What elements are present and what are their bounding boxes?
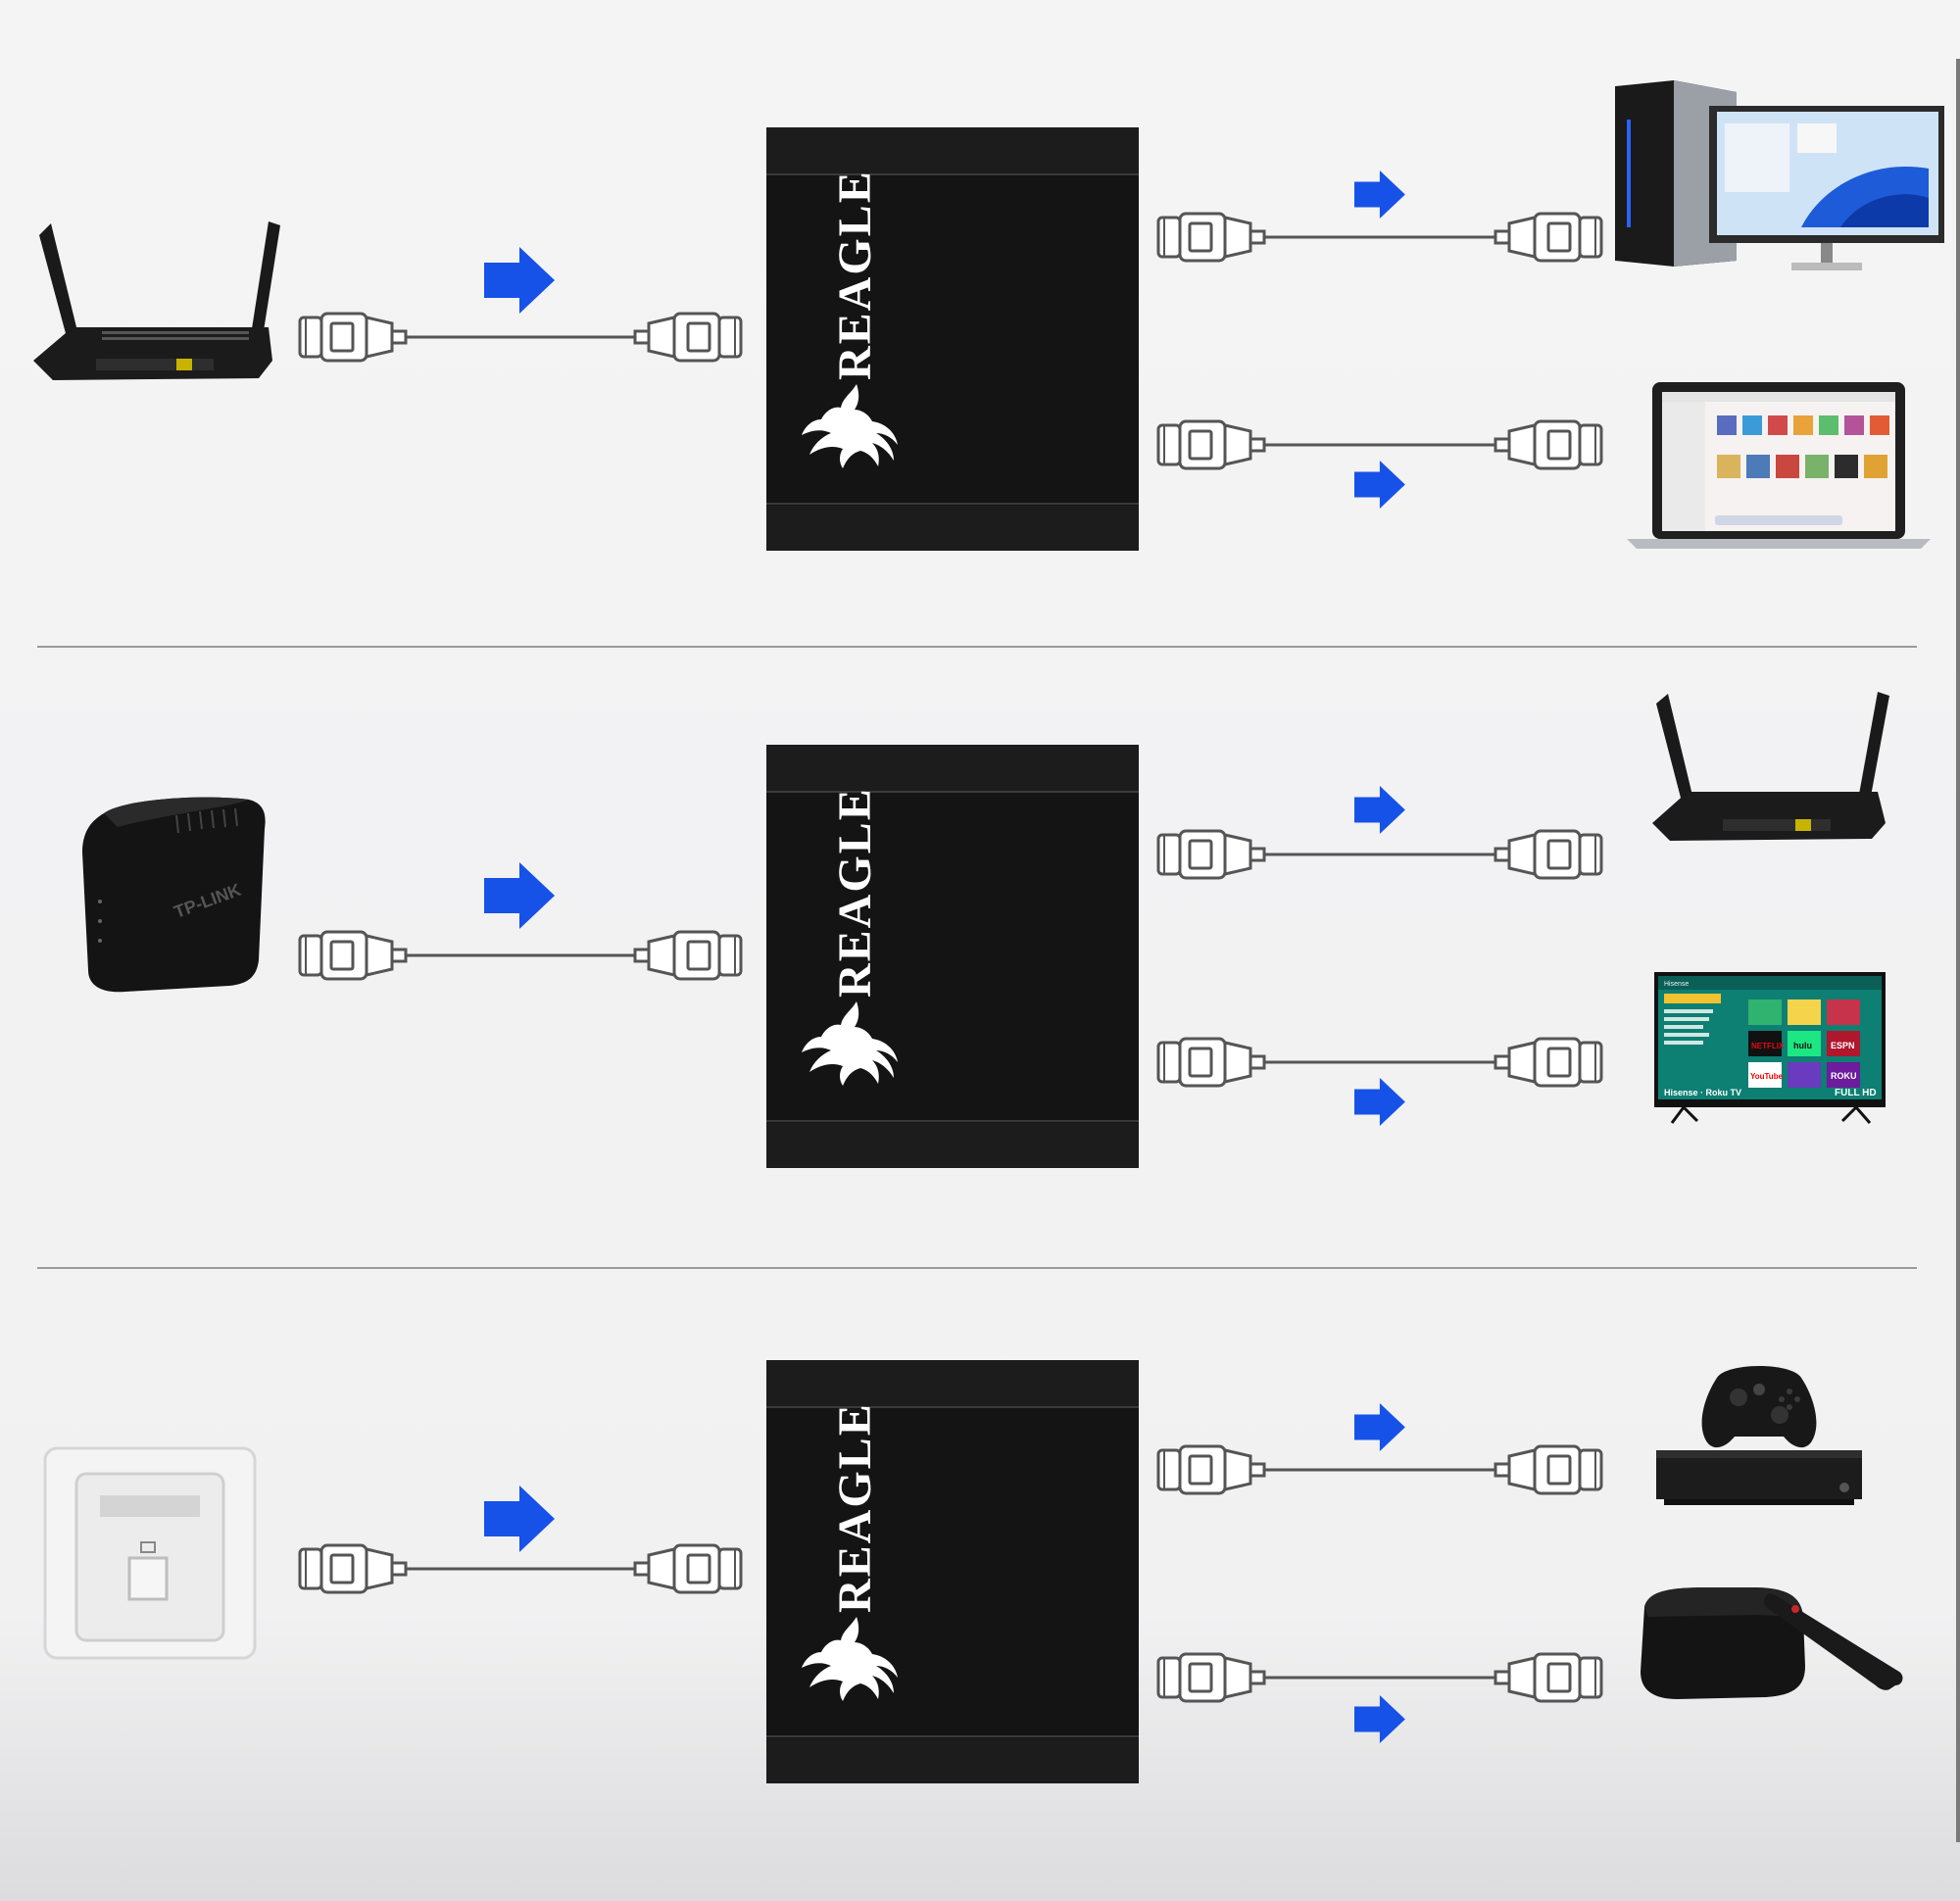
streaming-box-icon: [1641, 1587, 1903, 1699]
input-arrow-icon: [484, 862, 555, 929]
output-arrow-icon: [1354, 1403, 1405, 1451]
input-cable: [298, 1543, 741, 1594]
brand-logo-text: REAGLE: [829, 787, 881, 998]
splitter-device: REAGLE: [765, 126, 1140, 552]
router-icon: [1652, 692, 1889, 841]
section-divider: [37, 646, 1917, 648]
tv-badge-label: FULL HD: [1835, 1088, 1877, 1098]
tv-app-youtube: YouTube: [1750, 1072, 1784, 1081]
output-cable-2: [1156, 1037, 1601, 1088]
splitter-device: REAGLE: [765, 1359, 1140, 1784]
output-cable-2: [1156, 419, 1601, 470]
right-edge-line: [1956, 59, 1960, 1842]
row-modem-to-router-tv: TP-LINK REAGLE: [0, 617, 1960, 1235]
desktop-computer-icon: [1615, 80, 1944, 270]
brand-logo-text: REAGLE: [829, 170, 881, 380]
row-2-diagram: TP-LINK REAGLE: [82, 692, 1889, 1169]
remote-control-icon: [1763, 1593, 1903, 1690]
output-cable-2: [1156, 1652, 1601, 1703]
input-arrow-icon: [484, 247, 555, 314]
output-arrow-icon: [1354, 786, 1405, 834]
modem-icon: TP-LINK: [82, 797, 266, 993]
laptop-icon: [1627, 382, 1931, 549]
wall-jack-icon: [43, 1446, 257, 1660]
tv-brand-label: Hisense: [1664, 981, 1689, 988]
tv-app-hulu: hulu: [1793, 1041, 1812, 1050]
output-arrow-icon: [1354, 1695, 1405, 1743]
output-arrow-icon: [1354, 1078, 1405, 1126]
row-wall-jack-to-console-streamer: REAGLE: [0, 1235, 1960, 1852]
output-arrow-icon: [1354, 461, 1405, 509]
row-1-diagram: REAGLE: [33, 80, 1944, 552]
tv-footer-label: Hisense · Roku TV: [1664, 1088, 1741, 1097]
input-arrow-icon: [484, 1486, 555, 1552]
input-cable: [298, 930, 741, 981]
row-3-diagram: REAGLE: [43, 1359, 1903, 1784]
section-divider: [37, 1267, 1917, 1269]
tv-app-netflix: NETFLIX: [1751, 1042, 1785, 1050]
router-icon: [33, 221, 280, 380]
tv-app-roku: ROKU: [1831, 1071, 1857, 1081]
game-console-icon: [1656, 1366, 1862, 1505]
row-router-to-pc-laptop: REAGLE: [0, 0, 1960, 617]
television-icon: NETFLIX hulu ESPN YouTube ROKU Hisense H…: [1654, 972, 1886, 1124]
output-cable-1: [1156, 829, 1601, 880]
brand-logo-text: REAGLE: [829, 1402, 881, 1613]
tv-app-espn: ESPN: [1831, 1041, 1855, 1050]
splitter-device: REAGLE: [765, 744, 1140, 1169]
input-cable: [298, 312, 741, 363]
controller-icon: [1701, 1366, 1817, 1448]
output-cable-1: [1156, 212, 1601, 263]
output-arrow-icon: [1354, 171, 1405, 219]
output-cable-1: [1156, 1444, 1601, 1495]
